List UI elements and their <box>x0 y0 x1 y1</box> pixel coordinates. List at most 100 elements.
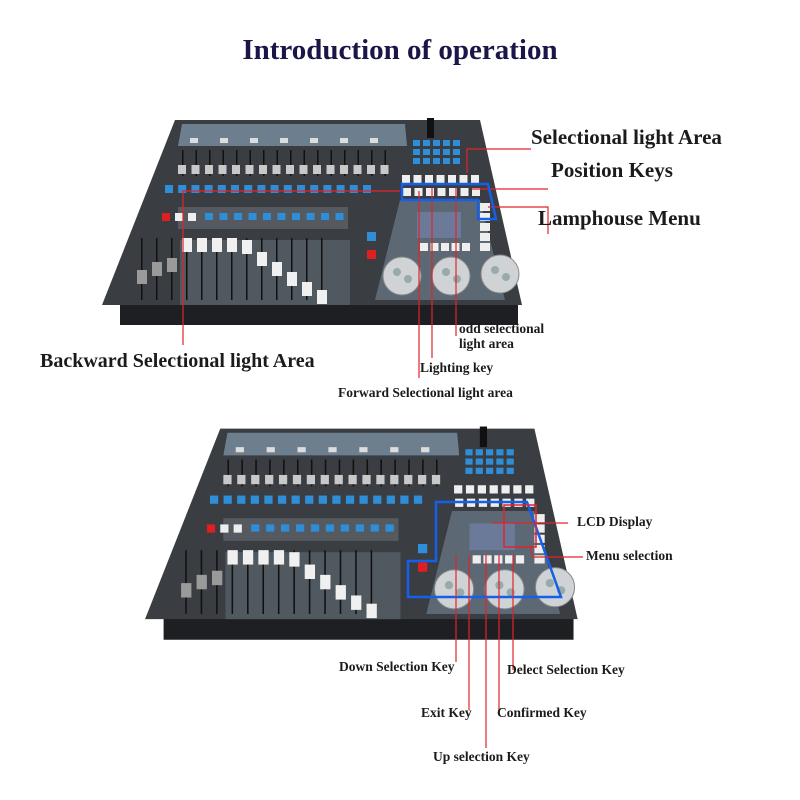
white-key <box>233 524 242 533</box>
blue-key <box>277 213 286 220</box>
strip-button <box>250 138 258 143</box>
blue-key <box>251 524 260 532</box>
blue-key <box>349 185 358 193</box>
blue-key <box>443 140 450 146</box>
joystick <box>427 118 434 138</box>
fader-track <box>249 150 251 176</box>
fader-track <box>246 238 248 300</box>
fader-track <box>293 550 295 614</box>
lcd-screen <box>469 523 515 551</box>
fader-track <box>355 550 357 614</box>
soft-key <box>462 243 470 251</box>
fader-cap <box>289 552 300 567</box>
soft-key <box>420 243 428 251</box>
strip-button <box>370 138 378 143</box>
blue-key <box>370 524 379 532</box>
label-down-selection-key: Down Selection Key <box>339 659 455 674</box>
fader-cap <box>306 474 316 485</box>
blue-key <box>205 213 213 220</box>
fader-cap <box>390 474 399 485</box>
fader-track <box>321 238 323 300</box>
blue-key <box>465 467 473 474</box>
fader-track <box>308 550 311 614</box>
fader-cap <box>182 238 192 252</box>
highlight-box-position-keys <box>400 182 498 221</box>
position-key <box>459 175 468 183</box>
position-key <box>477 485 486 494</box>
blue-key <box>443 149 450 155</box>
fader-track <box>338 459 341 487</box>
wheel-dimple <box>442 268 450 276</box>
fader-track <box>209 150 211 176</box>
strip-button <box>280 138 288 143</box>
lighting-key <box>403 188 411 196</box>
fader-cap <box>404 474 413 485</box>
fader-cap <box>320 474 329 485</box>
blue-key <box>277 495 287 504</box>
fader-track <box>290 150 292 176</box>
wheel-dimple <box>444 581 454 590</box>
fader-cap <box>351 595 362 610</box>
blue-key <box>295 524 305 532</box>
lighting-console-top <box>102 118 522 325</box>
blue-key <box>237 495 246 504</box>
wheel-dimple <box>456 588 465 597</box>
fader-cap <box>178 165 186 174</box>
fader-track <box>357 150 359 176</box>
fader-track <box>306 238 308 300</box>
blue-key <box>266 524 275 532</box>
menu-key <box>534 524 545 533</box>
blue-key <box>310 524 320 532</box>
fader-track <box>330 150 332 176</box>
fader-cap <box>245 165 254 174</box>
page-title: Introduction of operation <box>242 34 558 66</box>
fader-cap <box>340 165 348 174</box>
fader-cap <box>320 574 331 590</box>
fader-track <box>186 238 188 300</box>
leader-selectional-light-area <box>466 148 531 173</box>
fader-track <box>317 150 319 176</box>
strip-button <box>310 138 318 143</box>
blue-key <box>248 213 257 220</box>
encoder-wheel <box>534 567 576 608</box>
blue-key <box>291 495 300 504</box>
fader-cap <box>212 570 223 586</box>
soft-key <box>472 555 481 564</box>
fader-cap <box>272 165 281 174</box>
blue-key <box>363 185 371 193</box>
fader-cap <box>191 165 200 174</box>
blue-key <box>423 140 430 146</box>
menu-key <box>480 203 490 211</box>
fader-track <box>366 459 369 487</box>
position-key <box>448 175 456 183</box>
blue-key <box>506 449 514 456</box>
blue-key <box>413 149 420 155</box>
fader-cap <box>304 564 316 579</box>
blue-key <box>465 458 473 465</box>
fader-track <box>276 150 278 176</box>
fader-track <box>436 459 438 487</box>
blue-key <box>506 467 514 474</box>
label-up-selection-key: Up selection Key <box>433 749 530 764</box>
fader-cap <box>287 272 297 286</box>
blue-key <box>465 449 473 456</box>
blue-key <box>496 467 504 474</box>
blue-key <box>191 185 200 193</box>
fader-cap <box>242 240 252 254</box>
fader-cap <box>273 550 285 565</box>
fader-track <box>394 459 396 487</box>
fader-track <box>344 150 346 176</box>
fader-cap <box>286 165 294 174</box>
blue-key <box>443 158 450 164</box>
blue-key <box>219 213 228 220</box>
top-display-strip <box>178 124 407 146</box>
blue-key <box>453 140 460 146</box>
fader-track <box>384 150 386 176</box>
red-key <box>367 250 376 259</box>
fader-cap <box>353 165 362 174</box>
leader-backward-selectional <box>182 190 400 345</box>
fader-cap <box>366 603 377 619</box>
blue-key <box>373 495 382 504</box>
menu-key <box>534 514 545 523</box>
strip-button <box>340 138 348 143</box>
